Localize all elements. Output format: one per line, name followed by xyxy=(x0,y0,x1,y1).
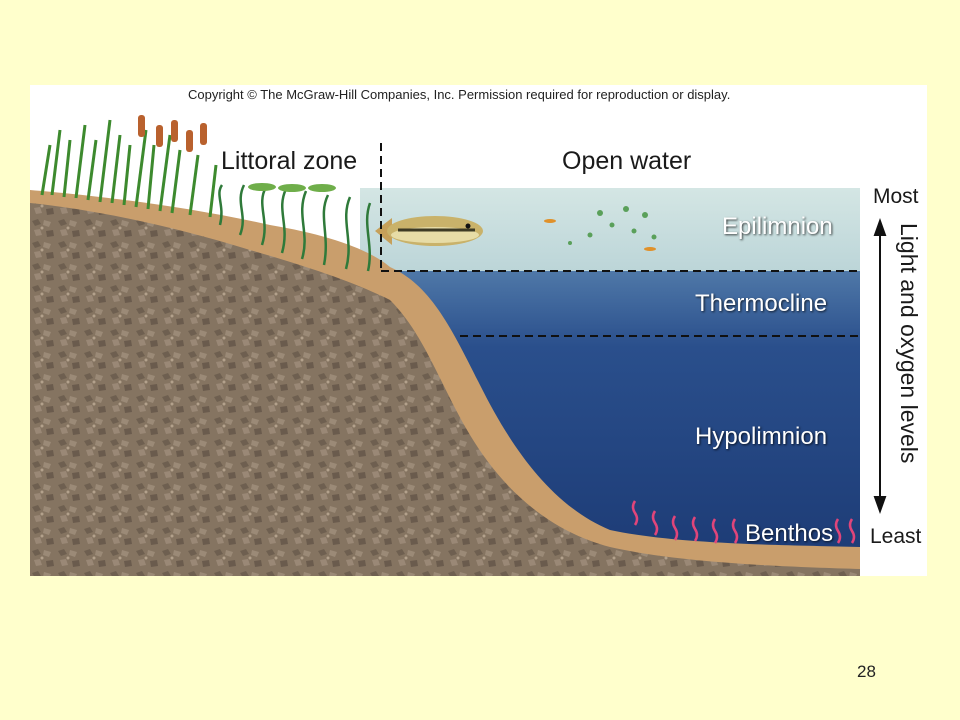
lily-pads xyxy=(248,183,336,192)
most-label: Most xyxy=(873,185,919,208)
benthos-worms xyxy=(631,500,856,544)
lake-zonation-figure: Copyright © The McGraw-Hill Companies, I… xyxy=(30,85,927,576)
littoral-zone-label: Littoral zone xyxy=(221,147,358,175)
least-label: Least xyxy=(870,525,922,548)
lake-cross-section-illustration xyxy=(30,85,927,576)
open-water-label: Open water xyxy=(562,147,692,175)
light-oxygen-levels-label: Light and oxygen levels xyxy=(896,223,922,464)
copyright-notice: Copyright © The McGraw-Hill Companies, I… xyxy=(188,87,731,102)
sediment xyxy=(30,203,860,576)
littoral-vegetation xyxy=(40,119,218,218)
thermocline-label: Thermocline xyxy=(695,290,828,317)
epilimnion-label: Epilimnion xyxy=(722,213,833,240)
submerged-plants xyxy=(218,184,372,272)
cattail-heads xyxy=(138,115,207,152)
fish-illustration xyxy=(375,216,483,246)
page-number: 28 xyxy=(857,662,876,681)
plankton xyxy=(544,206,657,251)
hypolimnion-label: Hypolimnion xyxy=(695,423,828,450)
benthos-label: Benthos xyxy=(745,520,834,547)
gradient-arrow xyxy=(873,218,887,514)
